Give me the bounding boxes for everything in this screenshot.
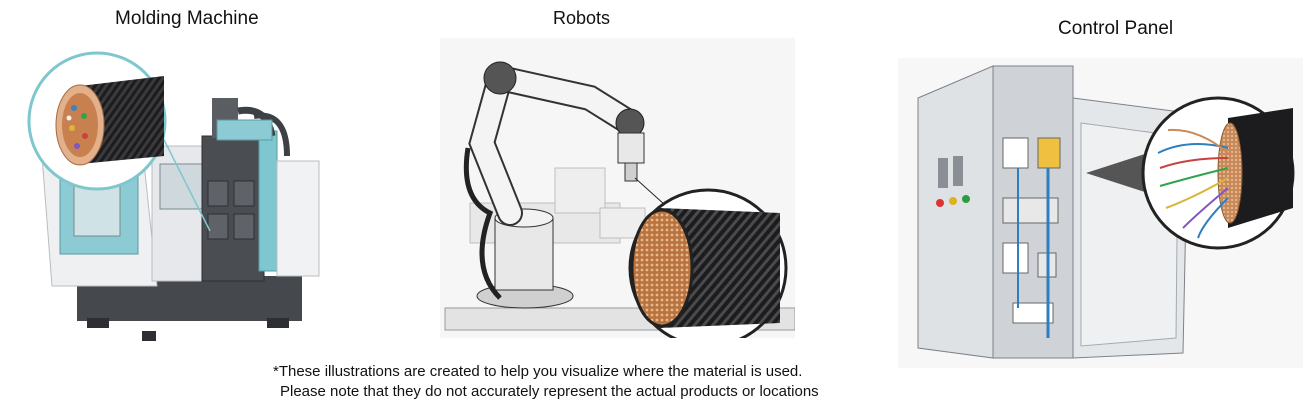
disclaimer-line-2: Please note that they do not accurately … xyxy=(280,383,819,400)
control-panel-illustration xyxy=(898,58,1303,368)
robots-label: Robots xyxy=(553,8,611,28)
control-panel-label: Control Panel xyxy=(1058,18,1174,39)
disclaimer-line-1: *These illustrations are created to help… xyxy=(273,363,803,380)
molding-machine-label: Molding Machine xyxy=(115,8,259,29)
robot-arm-illustration xyxy=(440,38,795,338)
molding-machine-illustration xyxy=(27,51,320,341)
